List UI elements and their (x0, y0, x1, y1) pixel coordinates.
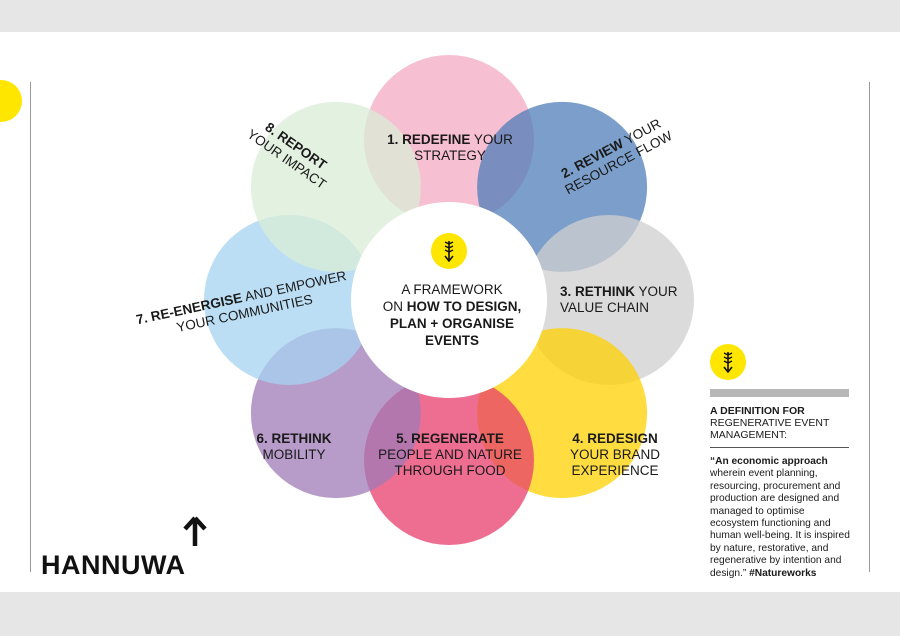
segment-1-label: 1. REDEFINE YOUR STRATEGY (387, 132, 513, 163)
segment-6-label: 6. RETHINK MOBILITY (256, 431, 332, 462)
wheat-arrow-icon (431, 233, 467, 269)
framework-wheel (204, 55, 694, 545)
page: 1. REDEFINE YOUR STRATEGY 2. REVIEW YOUR… (0, 32, 900, 592)
center-caption: A FRAMEWORK ON HOW TO DESIGN, PLAN + ORG… (382, 282, 522, 348)
definition-quote: “An economic approach wherein event plan… (710, 456, 850, 579)
up-arrow-icon (181, 516, 209, 553)
sidebar-divider (710, 447, 849, 448)
segment-4-label: 4. REDESIGN YOUR BRAND EXPERIENCE (569, 431, 660, 478)
definition-title: A DEFINITION FOR REGENERATIVE EVENT MANA… (710, 405, 830, 441)
brand-logo: HANNUWA (41, 550, 186, 580)
right-rule (869, 82, 870, 572)
segment-8-circle (250, 101, 421, 272)
segment-5-label: 5. REGENERATE PEOPLE AND NATURE THROUGH … (378, 431, 522, 478)
left-rule (30, 82, 31, 572)
sidebar-bar (710, 389, 849, 397)
wheat-arrow-icon (710, 344, 746, 380)
yellow-dot (0, 80, 22, 122)
segment-3-label: 3. RETHINK YOUR VALUE CHAIN (560, 284, 678, 315)
